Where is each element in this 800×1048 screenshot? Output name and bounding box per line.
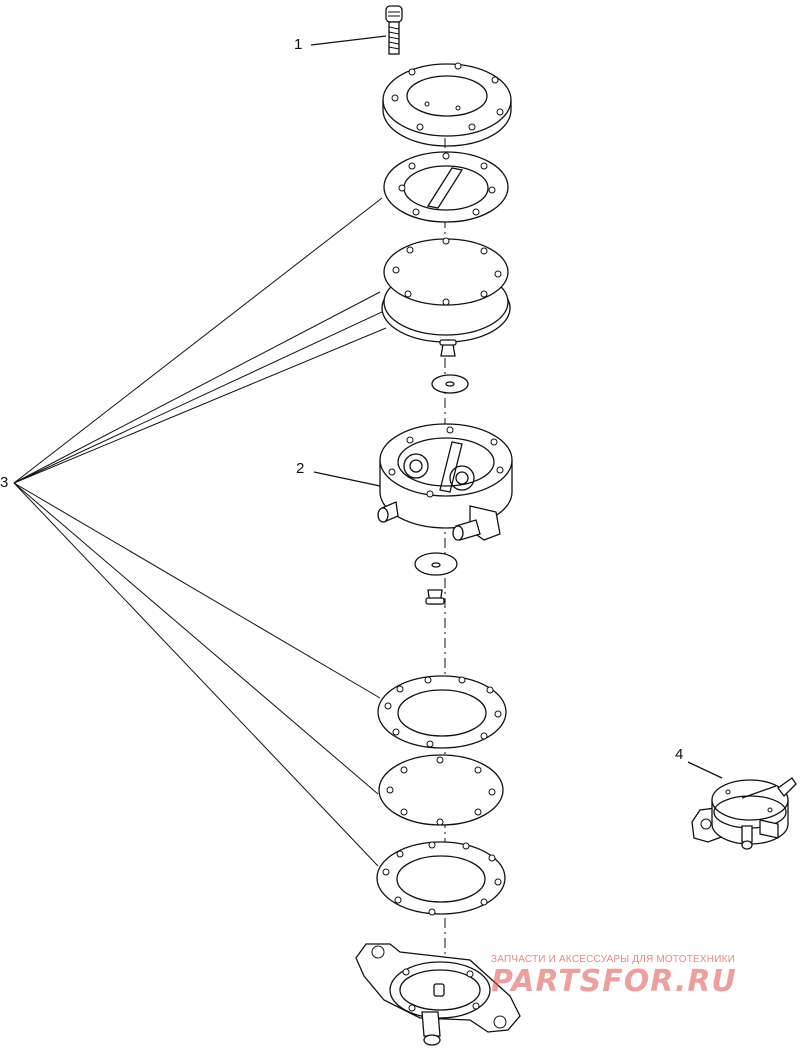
pump-body bbox=[377, 423, 513, 541]
leader-1 bbox=[310, 35, 387, 46]
screw bbox=[385, 5, 403, 55]
callout-3: 3 bbox=[0, 474, 9, 491]
leader-4 bbox=[687, 761, 723, 779]
upper-gasket bbox=[383, 151, 509, 223]
assembled-pump bbox=[691, 777, 797, 850]
top-cover bbox=[382, 62, 512, 147]
diaphragm-stack bbox=[381, 237, 511, 343]
lower-valve bbox=[414, 552, 458, 605]
callout-2: 2 bbox=[296, 460, 305, 477]
leader-2 bbox=[313, 471, 381, 487]
leaders-3 bbox=[13, 197, 387, 867]
watermark-logo: PARTSFOR.RU bbox=[491, 964, 737, 999]
bottom-gasket bbox=[376, 841, 506, 916]
upper-valve bbox=[431, 339, 469, 394]
callout-4: 4 bbox=[675, 746, 684, 763]
lower-gasket bbox=[377, 675, 507, 749]
callout-1: 1 bbox=[294, 36, 303, 53]
base-housing bbox=[355, 943, 521, 1046]
watermark-caption: ЗАПЧАСТИ И АКСЕССУАРЫ ДЛЯ МОТОТЕХНИКИ bbox=[491, 954, 736, 965]
lower-diaphragm bbox=[378, 754, 504, 826]
